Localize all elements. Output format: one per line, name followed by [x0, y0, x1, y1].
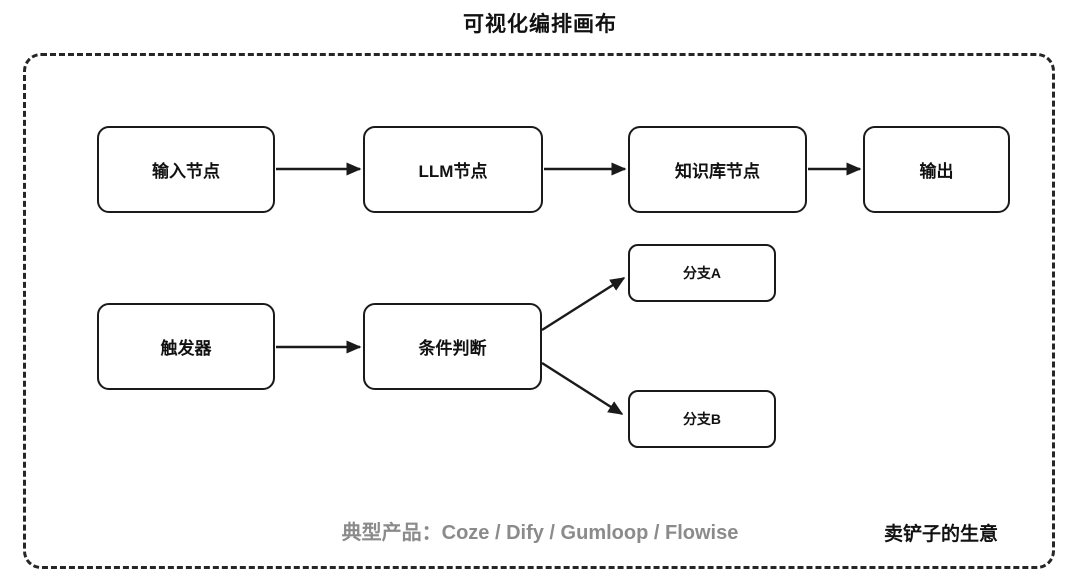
- node-input: 输入节点: [97, 126, 275, 213]
- node-branch-a: 分支A: [628, 244, 776, 302]
- node-condition: 条件判断: [363, 303, 542, 390]
- page-title: 可视化编排画布: [463, 13, 617, 36]
- node-condition-label: 条件判断: [418, 339, 487, 358]
- node-knowledge-base: 知识库节点: [628, 126, 807, 213]
- node-input-label: 输入节点: [152, 162, 220, 181]
- node-branch-b-label: 分支B: [682, 411, 722, 427]
- node-knowledge-base-label: 知识库节点: [675, 162, 760, 181]
- node-llm-label: LLM节点: [418, 162, 488, 181]
- node-output-label: 输出: [919, 162, 954, 181]
- node-trigger-label: 触发器: [160, 339, 212, 358]
- node-branch-b: 分支B: [628, 390, 776, 448]
- node-llm: LLM节点: [363, 126, 543, 213]
- node-trigger: 触发器: [97, 303, 275, 390]
- node-output: 输出: [863, 126, 1010, 213]
- node-branch-a-label: 分支A: [682, 265, 722, 281]
- typical-products-caption: 典型产品：Coze / Dify / Gumloop / Flowise: [341, 522, 739, 544]
- business-note: 卖铲子的生意: [884, 524, 999, 545]
